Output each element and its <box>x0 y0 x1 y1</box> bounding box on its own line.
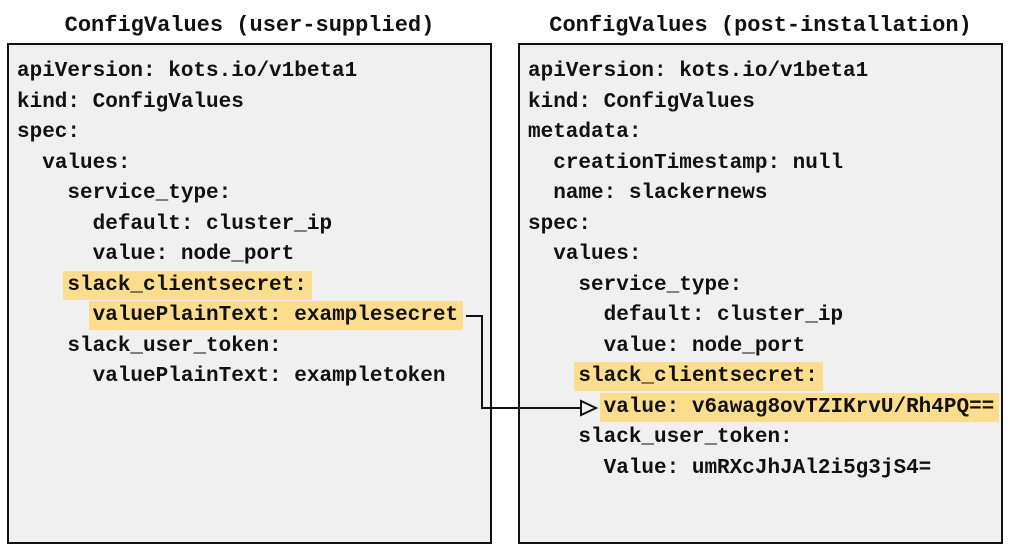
code-line: spec: <box>528 212 592 236</box>
code-line: metadata: <box>528 121 642 144</box>
code-line: slack_user_token: <box>67 334 282 358</box>
left-panel-title: ConfigValues (user-supplied) <box>64 13 435 38</box>
code-line: values: <box>553 243 642 266</box>
code-line: apiVersion: kots.io/v1beta1 <box>528 60 869 83</box>
code-line: creationTimestamp: null <box>553 151 844 175</box>
post-installation-config-code: apiVersion: kots.io/v1beta1 kind: ConfigV… <box>528 57 1001 484</box>
code-line: default: cluster_ip <box>603 304 844 327</box>
right-panel-title: ConfigValues (post-installation) <box>549 13 972 38</box>
code-line: value: node_port <box>92 243 295 266</box>
code-line: slack_clientsecret: <box>17 270 490 302</box>
code-line: value: node_port <box>603 334 806 358</box>
code-line: value: v6awag8ovTZIKrvU/Rh4PQ== <box>528 392 1001 424</box>
user-supplied-config-panel: apiVersion: kots.io/v1beta1 kind: ConfigV… <box>7 43 492 544</box>
code-line: default: cluster_ip <box>92 212 333 236</box>
code-line: Value: umRXcJhJAl2i5g3jS4= <box>603 456 932 480</box>
code-line: slack_user_token: <box>578 426 793 449</box>
code-line: valuePlainText: examplesecret <box>17 301 490 332</box>
code-line: apiVersion: kots.io/v1beta1 <box>17 60 358 83</box>
code-line: valuePlainText: exampletoken <box>92 365 446 388</box>
code-line: service_type: <box>578 273 743 297</box>
highlighted-code: slack_clientsecret: <box>574 362 823 391</box>
code-line: service_type: <box>67 182 232 205</box>
user-supplied-config-code: apiVersion: kots.io/v1beta1 kind: ConfigV… <box>17 57 490 393</box>
code-line: kind: ConfigValues <box>17 90 244 114</box>
code-line: slack_clientsecret: <box>528 362 1001 393</box>
highlighted-code: valuePlainText: examplesecret <box>88 301 464 330</box>
post-installation-config-panel: apiVersion: kots.io/v1beta1 kind: ConfigV… <box>518 43 1003 544</box>
code-line: values: <box>42 151 131 175</box>
code-line: name: slackernews <box>553 182 768 205</box>
highlighted-code: slack_clientsecret: <box>63 270 312 300</box>
code-line: kind: ConfigValues <box>528 90 755 114</box>
code-line: spec: <box>17 121 81 144</box>
highlighted-code: value: v6awag8ovTZIKrvU/Rh4PQ== <box>599 392 1000 422</box>
